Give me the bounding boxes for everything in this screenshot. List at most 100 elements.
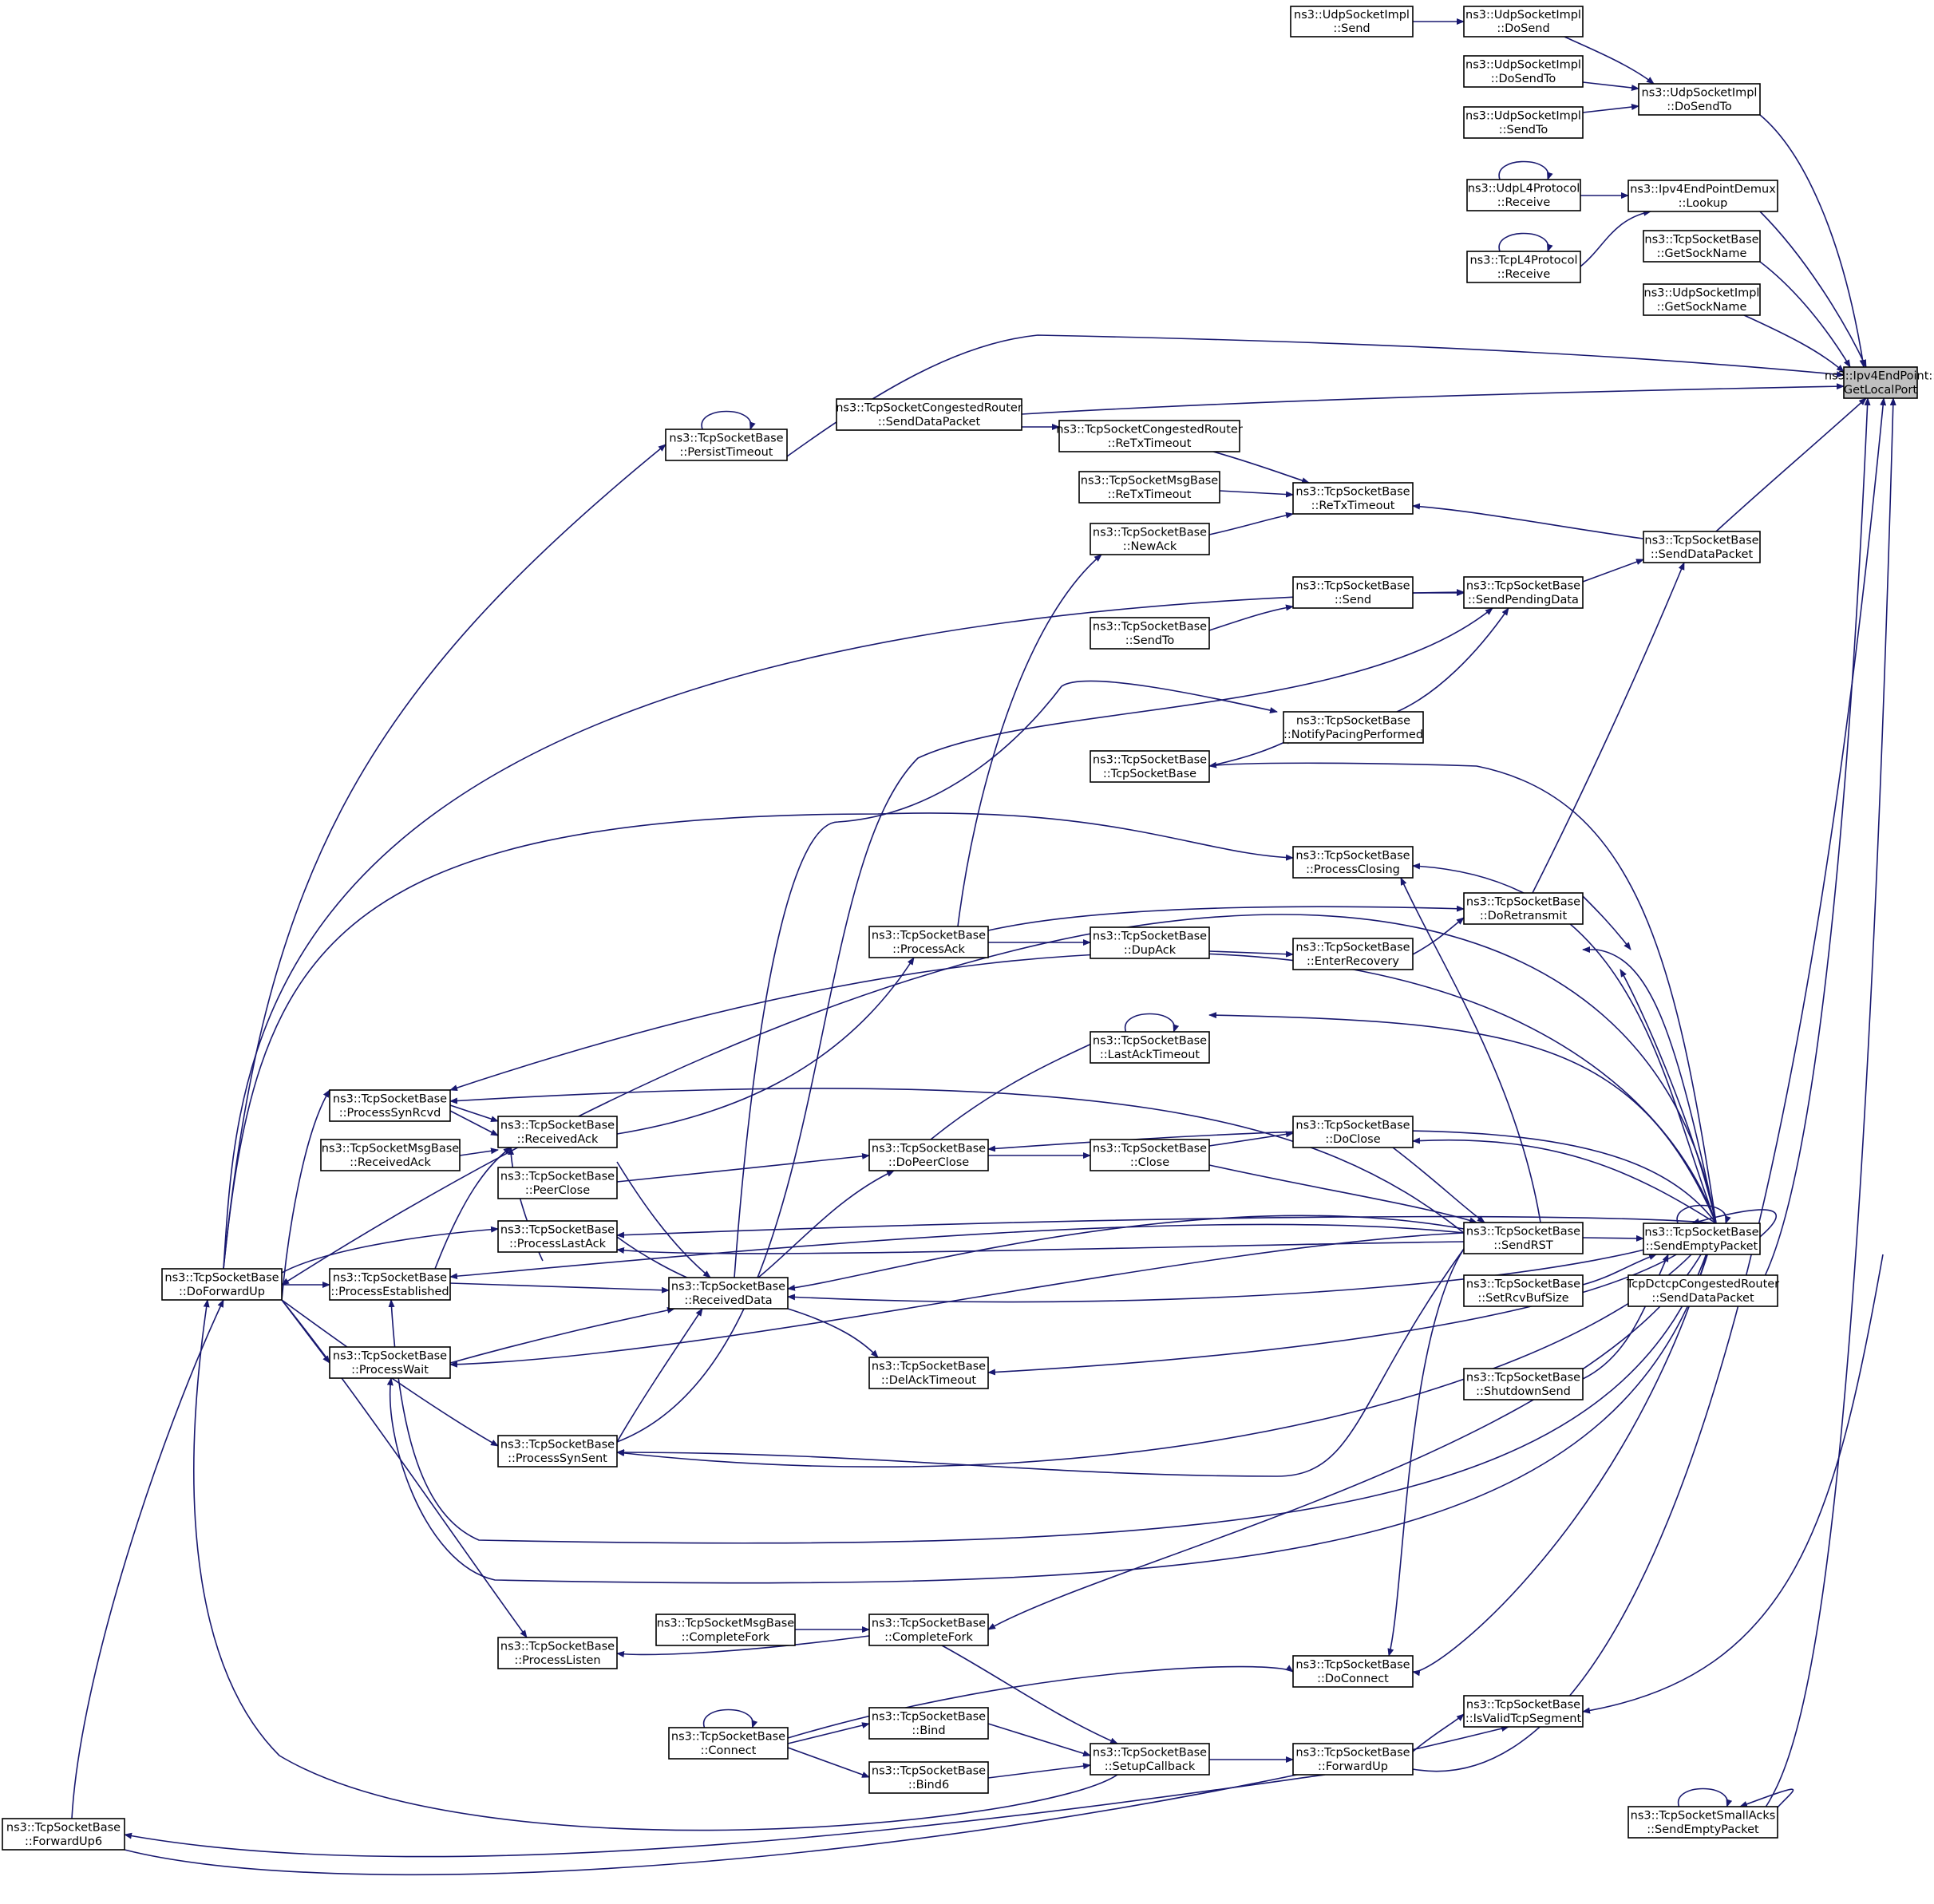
node-box bbox=[497, 1435, 618, 1468]
node-dupack[interactable]: ns3::TcpSocketBase::DupAck bbox=[1090, 926, 1210, 959]
call-edge bbox=[1582, 81, 1639, 91]
node-completefork[interactable]: ns3::TcpSocketBase::CompleteFork bbox=[868, 1614, 989, 1646]
node-label-line1: ns3::TcpSocketBase bbox=[1093, 1035, 1207, 1048]
call-edge bbox=[1208, 1131, 1294, 1147]
node-sendemptypacket[interactable]: ns3::TcpSocketBase::SendEmptyPacket bbox=[1643, 1223, 1761, 1255]
node-box bbox=[1466, 179, 1581, 211]
call-edge bbox=[1715, 397, 1867, 532]
node-tcpl4-receive[interactable]: ns3::TcpL4Protocol::Receive bbox=[1466, 251, 1581, 283]
node-box bbox=[1090, 750, 1210, 783]
node-label-line1: ns3::Ipv4EndPointDemux bbox=[1630, 184, 1776, 196]
node-forwardup[interactable]: ns3::TcpSocketBase::ForwardUp bbox=[1292, 1743, 1414, 1776]
node-dctcp-senddatapacket[interactable]: TcpDctcpCongestedRouter::SendDataPacket bbox=[1626, 1274, 1779, 1307]
node-setupcallback[interactable]: ns3::TcpSocketBase::SetupCallback bbox=[1090, 1743, 1210, 1776]
node-label-line2: ::DoConnect bbox=[1317, 1673, 1389, 1685]
node-label-line2: ::DoSendTo bbox=[1667, 101, 1732, 113]
node-persisttimeout[interactable]: ns3::TcpSocketBase::PersistTimeout bbox=[665, 429, 788, 461]
call-edge bbox=[508, 1147, 544, 1262]
node-box bbox=[1463, 106, 1584, 139]
node-box bbox=[868, 1139, 989, 1171]
call-edge bbox=[1412, 1713, 1465, 1752]
node-processwait[interactable]: ns3::TcpSocketBase::ProcessWait bbox=[329, 1346, 451, 1379]
node-udp-dosendto-a[interactable]: ns3::UdpSocketImpl::DoSendTo bbox=[1463, 55, 1584, 88]
node-senddatapacket[interactable]: ns3::TcpSocketBase::SendDataPacket bbox=[1643, 531, 1761, 563]
node-enterrecovery[interactable]: ns3::TcpSocketBase::EnterRecovery bbox=[1292, 938, 1414, 970]
node-label-line2: ::ProcessAck bbox=[892, 943, 965, 956]
call-edge bbox=[987, 1723, 1091, 1757]
node-processlisten[interactable]: ns3::TcpSocketBase::ProcessListen bbox=[497, 1637, 618, 1669]
node-label-line1: ns3::TcpSocketBase bbox=[872, 1711, 986, 1724]
node-peerclose[interactable]: ns3::TcpSocketBase::PeerClose bbox=[497, 1167, 618, 1199]
node-label-line1: ns3::TcpSocketMsgBase bbox=[1081, 475, 1219, 488]
node-doconnect[interactable]: ns3::TcpSocketBase::DoConnect bbox=[1292, 1655, 1414, 1688]
node-processsynsent[interactable]: ns3::TcpSocketBase::ProcessSynSent bbox=[497, 1435, 618, 1468]
node-label-line2: ::ProcessSynRcvd bbox=[339, 1107, 441, 1120]
node-sendpendingdata[interactable]: ns3::TcpSocketBase::SendPendingData bbox=[1463, 576, 1584, 609]
node-msg-retxtimeout[interactable]: ns3::TcpSocketMsgBase::ReTxTimeout bbox=[1078, 471, 1220, 504]
node-forwardup6[interactable]: ns3::TcpSocketBase::ForwardUp6 bbox=[2, 1818, 125, 1851]
call-edge bbox=[1582, 559, 1644, 583]
node-dopeerclose[interactable]: ns3::TcpSocketBase::DoPeerClose bbox=[868, 1139, 989, 1171]
node-getlocalport[interactable]: ns3::Ipv4EndPoint::GetLocalPort bbox=[1825, 366, 1934, 399]
node-doforwardup[interactable]: ns3::TcpSocketBase::DoForwardUp bbox=[161, 1268, 283, 1301]
node-label-line2: ::SendTo bbox=[1499, 124, 1548, 136]
call-edge bbox=[449, 1104, 499, 1122]
node-processclosing[interactable]: ns3::TcpSocketBase::ProcessClosing bbox=[1292, 846, 1414, 879]
node-box bbox=[1292, 938, 1414, 970]
node-retxtimeout[interactable]: ns3::TcpSocketBase::ReTxTimeout bbox=[1292, 482, 1414, 515]
node-msg-completefork[interactable]: ns3::TcpSocketMsgBase::CompleteFork bbox=[655, 1614, 796, 1646]
node-close[interactable]: ns3::TcpSocketBase::Close bbox=[1090, 1139, 1210, 1171]
nodes: ns3::Ipv4EndPoint::GetLocalPort ns3::UdpS… bbox=[2, 6, 1934, 1851]
node-receiveddata[interactable]: ns3::TcpSocketBase::ReceivedData bbox=[668, 1277, 789, 1309]
call-edge bbox=[449, 1110, 499, 1136]
node-udpl4-receive[interactable]: ns3::UdpL4Protocol::Receive bbox=[1466, 179, 1581, 211]
call-edge bbox=[957, 554, 1102, 927]
node-doclose[interactable]: ns3::TcpSocketBase::DoClose bbox=[1292, 1116, 1414, 1148]
node-udp-send[interactable]: ns3::UdpSocketImpl::Send bbox=[1290, 6, 1414, 38]
node-label-line1: ns3::TcpSocketMsgBase bbox=[322, 1143, 460, 1155]
node-msg-receivedack[interactable]: ns3::TcpSocketMsgBase::ReceivedAck bbox=[320, 1139, 461, 1171]
node-isvalidtcpsegment[interactable]: ns3::TcpSocketBase::IsValidTcpSegment bbox=[1463, 1695, 1584, 1728]
node-processack[interactable]: ns3::TcpSocketBase::ProcessAck bbox=[868, 926, 989, 958]
node-label-line1: ns3::TcpSocketBase bbox=[500, 1224, 615, 1237]
node-smallacks-sendempty[interactable]: ns3::TcpSocketSmallAcks::SendEmptyPacket bbox=[1627, 1806, 1778, 1839]
node-delacktimeout[interactable]: ns3::TcpSocketBase::DelAckTimeout bbox=[868, 1357, 989, 1389]
node-label-line1: ns3::TcpSocketBase bbox=[872, 1143, 986, 1155]
node-tcp-getsockname[interactable]: ns3::TcpSocketBase::GetSockName bbox=[1643, 230, 1761, 263]
node-lastacktimeout[interactable]: ns3::TcpSocketBase::LastAckTimeout bbox=[1090, 1031, 1210, 1064]
node-cr-retxtimeout[interactable]: ns3::TcpSocketCongestedRouter::ReTxTimeo… bbox=[1056, 420, 1243, 452]
node-label-line2: ::DoSend bbox=[1497, 22, 1549, 35]
node-bind6[interactable]: ns3::TcpSocketBase::Bind6 bbox=[868, 1761, 989, 1794]
node-processlastack[interactable]: ns3::TcpSocketBase::ProcessLastAck bbox=[497, 1220, 618, 1253]
call-edge bbox=[1396, 607, 1509, 713]
node-receivedack[interactable]: ns3::TcpSocketBase::ReceivedAck bbox=[497, 1116, 618, 1148]
node-box bbox=[1843, 366, 1918, 399]
node-processsynrcvd[interactable]: ns3::TcpSocketBase::ProcessSynRcvd bbox=[329, 1089, 451, 1122]
node-udp-dosendto-b[interactable]: ns3::UdpSocketImpl::DoSendTo bbox=[1638, 83, 1761, 116]
node-label-line2: ::Send bbox=[1335, 594, 1371, 606]
node-tcp-send[interactable]: ns3::TcpSocketBase::Send bbox=[1292, 576, 1414, 609]
node-udp-sendto[interactable]: ns3::UdpSocketImpl::SendTo bbox=[1463, 106, 1584, 139]
call-edge bbox=[1691, 1209, 1778, 1238]
node-label-line2: ::Bind6 bbox=[908, 1779, 949, 1791]
node-tcpsocketbase[interactable]: ns3::TcpSocketBase::TcpSocketBase bbox=[1090, 750, 1210, 783]
node-doretransmit[interactable]: ns3::TcpSocketBase::DoRetransmit bbox=[1463, 892, 1584, 925]
node-newack[interactable]: ns3::TcpSocketBase::NewAck bbox=[1090, 523, 1210, 555]
node-processestablished[interactable]: ns3::TcpSocketBase::ProcessEstablished bbox=[329, 1268, 451, 1301]
node-sendrst[interactable]: ns3::TcpSocketBase::SendRST bbox=[1463, 1222, 1584, 1254]
node-tcp-sendto[interactable]: ns3::TcpSocketBase::SendTo bbox=[1090, 617, 1210, 650]
node-box bbox=[1090, 926, 1210, 959]
node-label-line1: ns3::TcpSocketBase bbox=[1295, 1120, 1410, 1132]
node-shutdownsend[interactable]: ns3::TcpSocketBase::ShutdownSend bbox=[1463, 1368, 1584, 1400]
node-label-line1: ns3::TcpSocketBase bbox=[1093, 754, 1207, 767]
node-udp-dosend[interactable]: ns3::UdpSocketImpl::DoSend bbox=[1463, 6, 1584, 38]
node-connect[interactable]: ns3::TcpSocketBase::Connect bbox=[668, 1727, 789, 1760]
node-notifypacing[interactable]: ns3::TcpSocketBase::NotifyPacingPerforme… bbox=[1283, 711, 1424, 744]
node-cr-senddatapacket[interactable]: ns3::TcpSocketCongestedRouter::SendDataP… bbox=[836, 398, 1022, 431]
node-label-line2: ::SendPendingData bbox=[1468, 594, 1579, 606]
node-box bbox=[1463, 1222, 1584, 1254]
node-udp-getsockname[interactable]: ns3::UdpSocketImpl::GetSockName bbox=[1643, 283, 1761, 316]
node-demux-lookup[interactable]: ns3::Ipv4EndPointDemux::Lookup bbox=[1627, 180, 1778, 212]
node-setrcvbufsize[interactable]: ns3::TcpSocketBase::SetRcvBufSize bbox=[1463, 1274, 1584, 1307]
node-bind[interactable]: ns3::TcpSocketBase::Bind bbox=[868, 1707, 989, 1740]
